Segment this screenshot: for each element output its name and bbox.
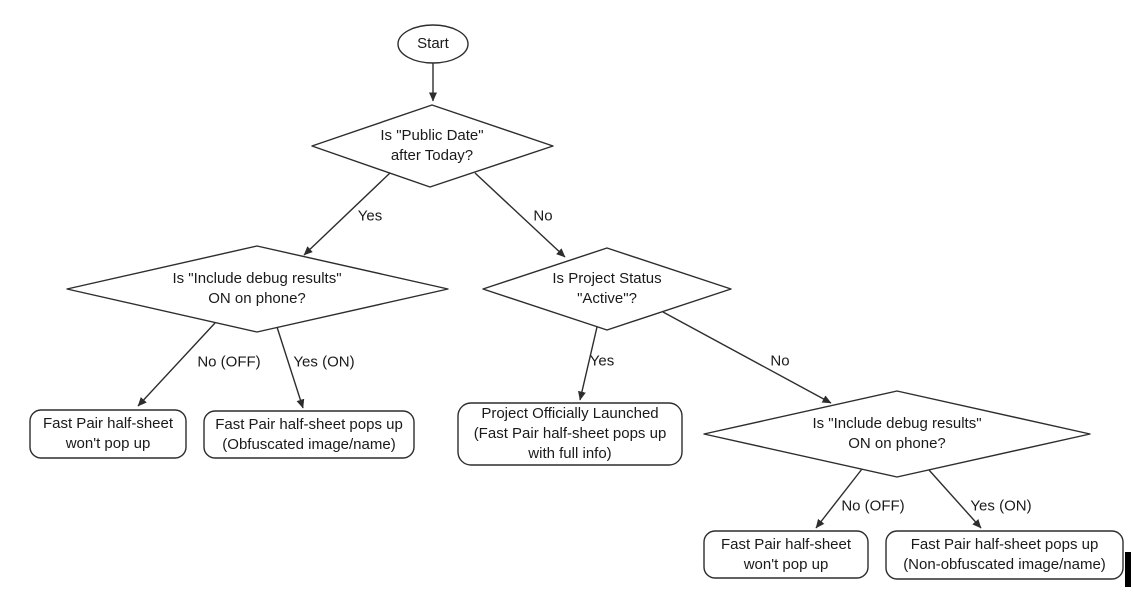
edge-public-date-yes <box>303 172 391 256</box>
text-cursor-artifact <box>1125 552 1131 587</box>
terminal-no-popup-left-shape <box>29 409 187 459</box>
edge-debug-right-yes <box>928 469 982 529</box>
edge-debug-left-no <box>137 322 216 407</box>
decision-public-date-shape <box>311 104 554 188</box>
start-node-shape <box>397 24 469 64</box>
edge-public-date-no <box>474 172 566 258</box>
terminal-obfuscated-shape <box>203 410 415 459</box>
terminal-launched-shape <box>457 402 683 466</box>
terminal-non-obfuscated-shape <box>885 530 1124 580</box>
decision-debug-left-shape <box>66 245 449 333</box>
edge-project-status-no <box>662 311 832 404</box>
decision-project-status-shape <box>482 247 732 331</box>
edge-debug-left-yes <box>276 326 305 409</box>
terminal-no-popup-right-shape <box>703 530 869 579</box>
edge-debug-right-no <box>815 468 863 529</box>
edge-project-status-yes <box>578 326 598 401</box>
decision-debug-right-shape <box>703 390 1091 478</box>
